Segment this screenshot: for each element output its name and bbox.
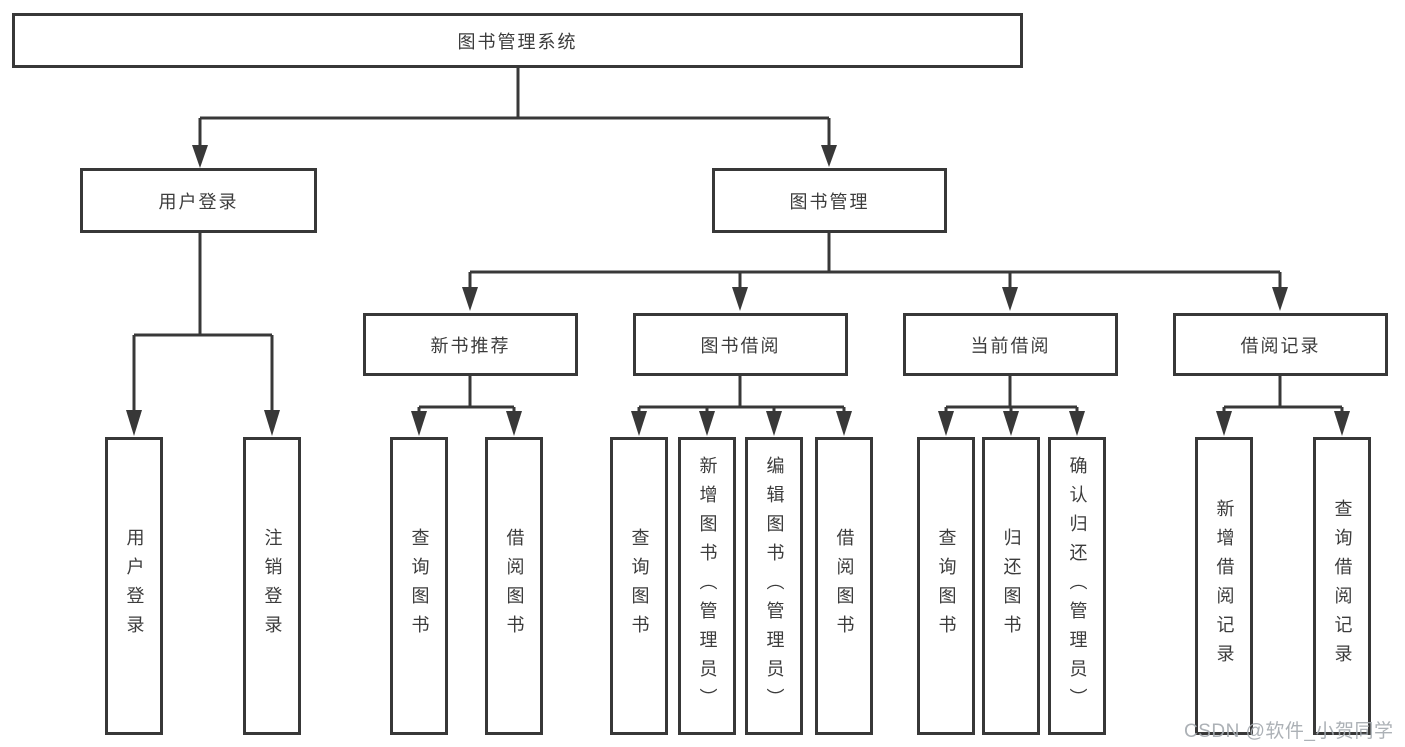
node-user-login: 用户登录	[80, 168, 317, 233]
node-label: 编辑图书（管理员）	[764, 455, 785, 717]
node-borrowing-records: 借阅记录	[1173, 313, 1388, 376]
leaf-edit-books-admin: 编辑图书（管理员）	[745, 437, 803, 735]
connector-current-to-leaves	[938, 376, 1085, 436]
node-book-borrowing: 图书借阅	[633, 313, 848, 376]
node-label: 查询图书	[409, 528, 430, 644]
leaf-query-books-recommend: 查询图书	[390, 437, 448, 735]
leaf-add-borrow-record: 新增借阅记录	[1195, 437, 1253, 735]
leaf-confirm-return-admin: 确认归还（管理员）	[1048, 437, 1106, 735]
leaf-borrow-books-recommend: 借阅图书	[485, 437, 543, 735]
connector-newbook-to-leaves	[411, 376, 522, 436]
leaf-return-books: 归还图书	[982, 437, 1040, 735]
node-current-borrowing: 当前借阅	[903, 313, 1118, 376]
node-label: 新增图书（管理员）	[697, 455, 718, 717]
node-label: 新增借阅记录	[1214, 499, 1235, 673]
node-label: 归还图书	[1001, 528, 1022, 644]
connector-root-to-level2	[192, 68, 837, 168]
node-label: 当前借阅	[970, 335, 1051, 356]
node-label: 借阅记录	[1240, 335, 1321, 356]
node-label: 图书管理系统	[457, 31, 578, 52]
node-label: 用户登录	[124, 528, 145, 644]
node-label: 用户登录	[158, 191, 239, 212]
node-label: 借阅图书	[504, 528, 525, 644]
node-label: 查询借阅记录	[1332, 499, 1353, 673]
leaf-borrow-books: 借阅图书	[815, 437, 873, 735]
node-label: 查询图书	[629, 528, 650, 644]
node-label: 新书推荐	[430, 335, 511, 356]
leaf-query-books-current: 查询图书	[917, 437, 975, 735]
connector-bookmgmt-to-level3	[462, 233, 1288, 311]
leaf-query-books-borrow: 查询图书	[610, 437, 668, 735]
connector-login-to-leaves	[126, 233, 280, 436]
leaf-user-login: 用户登录	[105, 437, 163, 735]
connector-records-to-leaves	[1216, 376, 1350, 436]
leaf-add-books-admin: 新增图书（管理员）	[678, 437, 736, 735]
node-label: 借阅图书	[834, 528, 855, 644]
leaf-logout: 注销登录	[243, 437, 301, 735]
node-label: 图书借阅	[700, 335, 781, 356]
node-book-management: 图书管理	[712, 168, 947, 233]
node-label: 图书管理	[789, 191, 870, 212]
node-new-book-recommend: 新书推荐	[363, 313, 578, 376]
node-label: 确认归还（管理员）	[1067, 455, 1088, 717]
leaf-query-borrow-record: 查询借阅记录	[1313, 437, 1371, 735]
node-label: 注销登录	[262, 528, 283, 644]
connector-borrow-to-leaves	[631, 376, 852, 436]
csdn-watermark: CSDN @软件_小贺同学	[1184, 721, 1394, 742]
node-library-management-system: 图书管理系统	[12, 13, 1023, 68]
node-label: 查询图书	[936, 528, 957, 644]
